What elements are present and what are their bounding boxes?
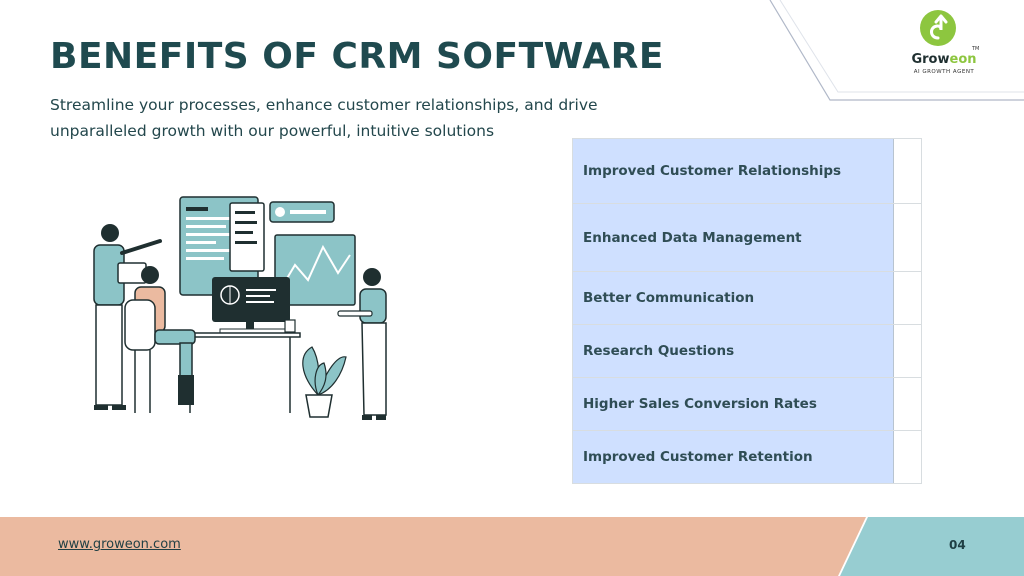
page-title: BENEFITS OF CRM SOFTWARE	[50, 36, 664, 77]
logo-tagline: AI GROWTH AGENT	[913, 69, 975, 75]
growth-arrow-logo-icon	[920, 10, 956, 46]
benefit-empty-cell	[893, 431, 921, 483]
benefit-label: Higher Sales Conversion Rates	[573, 378, 893, 430]
footer-band	[0, 517, 1024, 576]
benefit-empty-cell	[893, 139, 921, 203]
benefit-empty-cell	[893, 272, 921, 324]
standing-man	[93, 224, 162, 410]
team-analytics-illustration	[93, 196, 387, 420]
standing-woman	[337, 268, 387, 420]
plant	[302, 346, 347, 418]
logo-wordmark: Groweon	[906, 52, 982, 67]
seated-woman	[124, 266, 196, 413]
benefit-row: Better Communication	[573, 271, 921, 324]
benefit-row: Higher Sales Conversion Rates	[573, 377, 921, 430]
benefit-label: Better Communication	[573, 272, 893, 324]
benefit-row: Improved Customer Relationships	[573, 139, 921, 203]
notification-card	[269, 201, 335, 223]
logo-name-part2: eon	[949, 52, 977, 67]
benefit-row: Enhanced Data Management	[573, 203, 921, 271]
line-chart-screen	[274, 234, 356, 306]
logo-trademark: TM	[972, 46, 980, 52]
monitor	[212, 277, 291, 334]
code-panel	[229, 202, 265, 272]
benefit-row: Improved Customer Retention	[573, 430, 921, 483]
corner-decoration	[769, 0, 1024, 101]
benefit-label: Improved Customer Relationships	[573, 139, 893, 203]
brand-logo[interactable]: TM Groweon AI GROWTH AGENT	[906, 10, 982, 80]
benefit-empty-cell	[893, 325, 921, 377]
benefits-table: Improved Customer Relationships Enhanced…	[572, 138, 922, 484]
page-number: 04	[949, 538, 966, 552]
benefit-empty-cell	[893, 378, 921, 430]
benefit-row: Research Questions	[573, 324, 921, 377]
website-link[interactable]: www.groweon.com	[58, 537, 181, 552]
benefit-label: Research Questions	[573, 325, 893, 377]
benefit-label: Enhanced Data Management	[573, 204, 893, 271]
page-subtitle: Streamline your processes, enhance custo…	[50, 96, 598, 140]
benefit-empty-cell	[893, 204, 921, 271]
benefit-label: Improved Customer Retention	[573, 431, 893, 483]
logo-name-part1: Grow	[911, 52, 950, 67]
